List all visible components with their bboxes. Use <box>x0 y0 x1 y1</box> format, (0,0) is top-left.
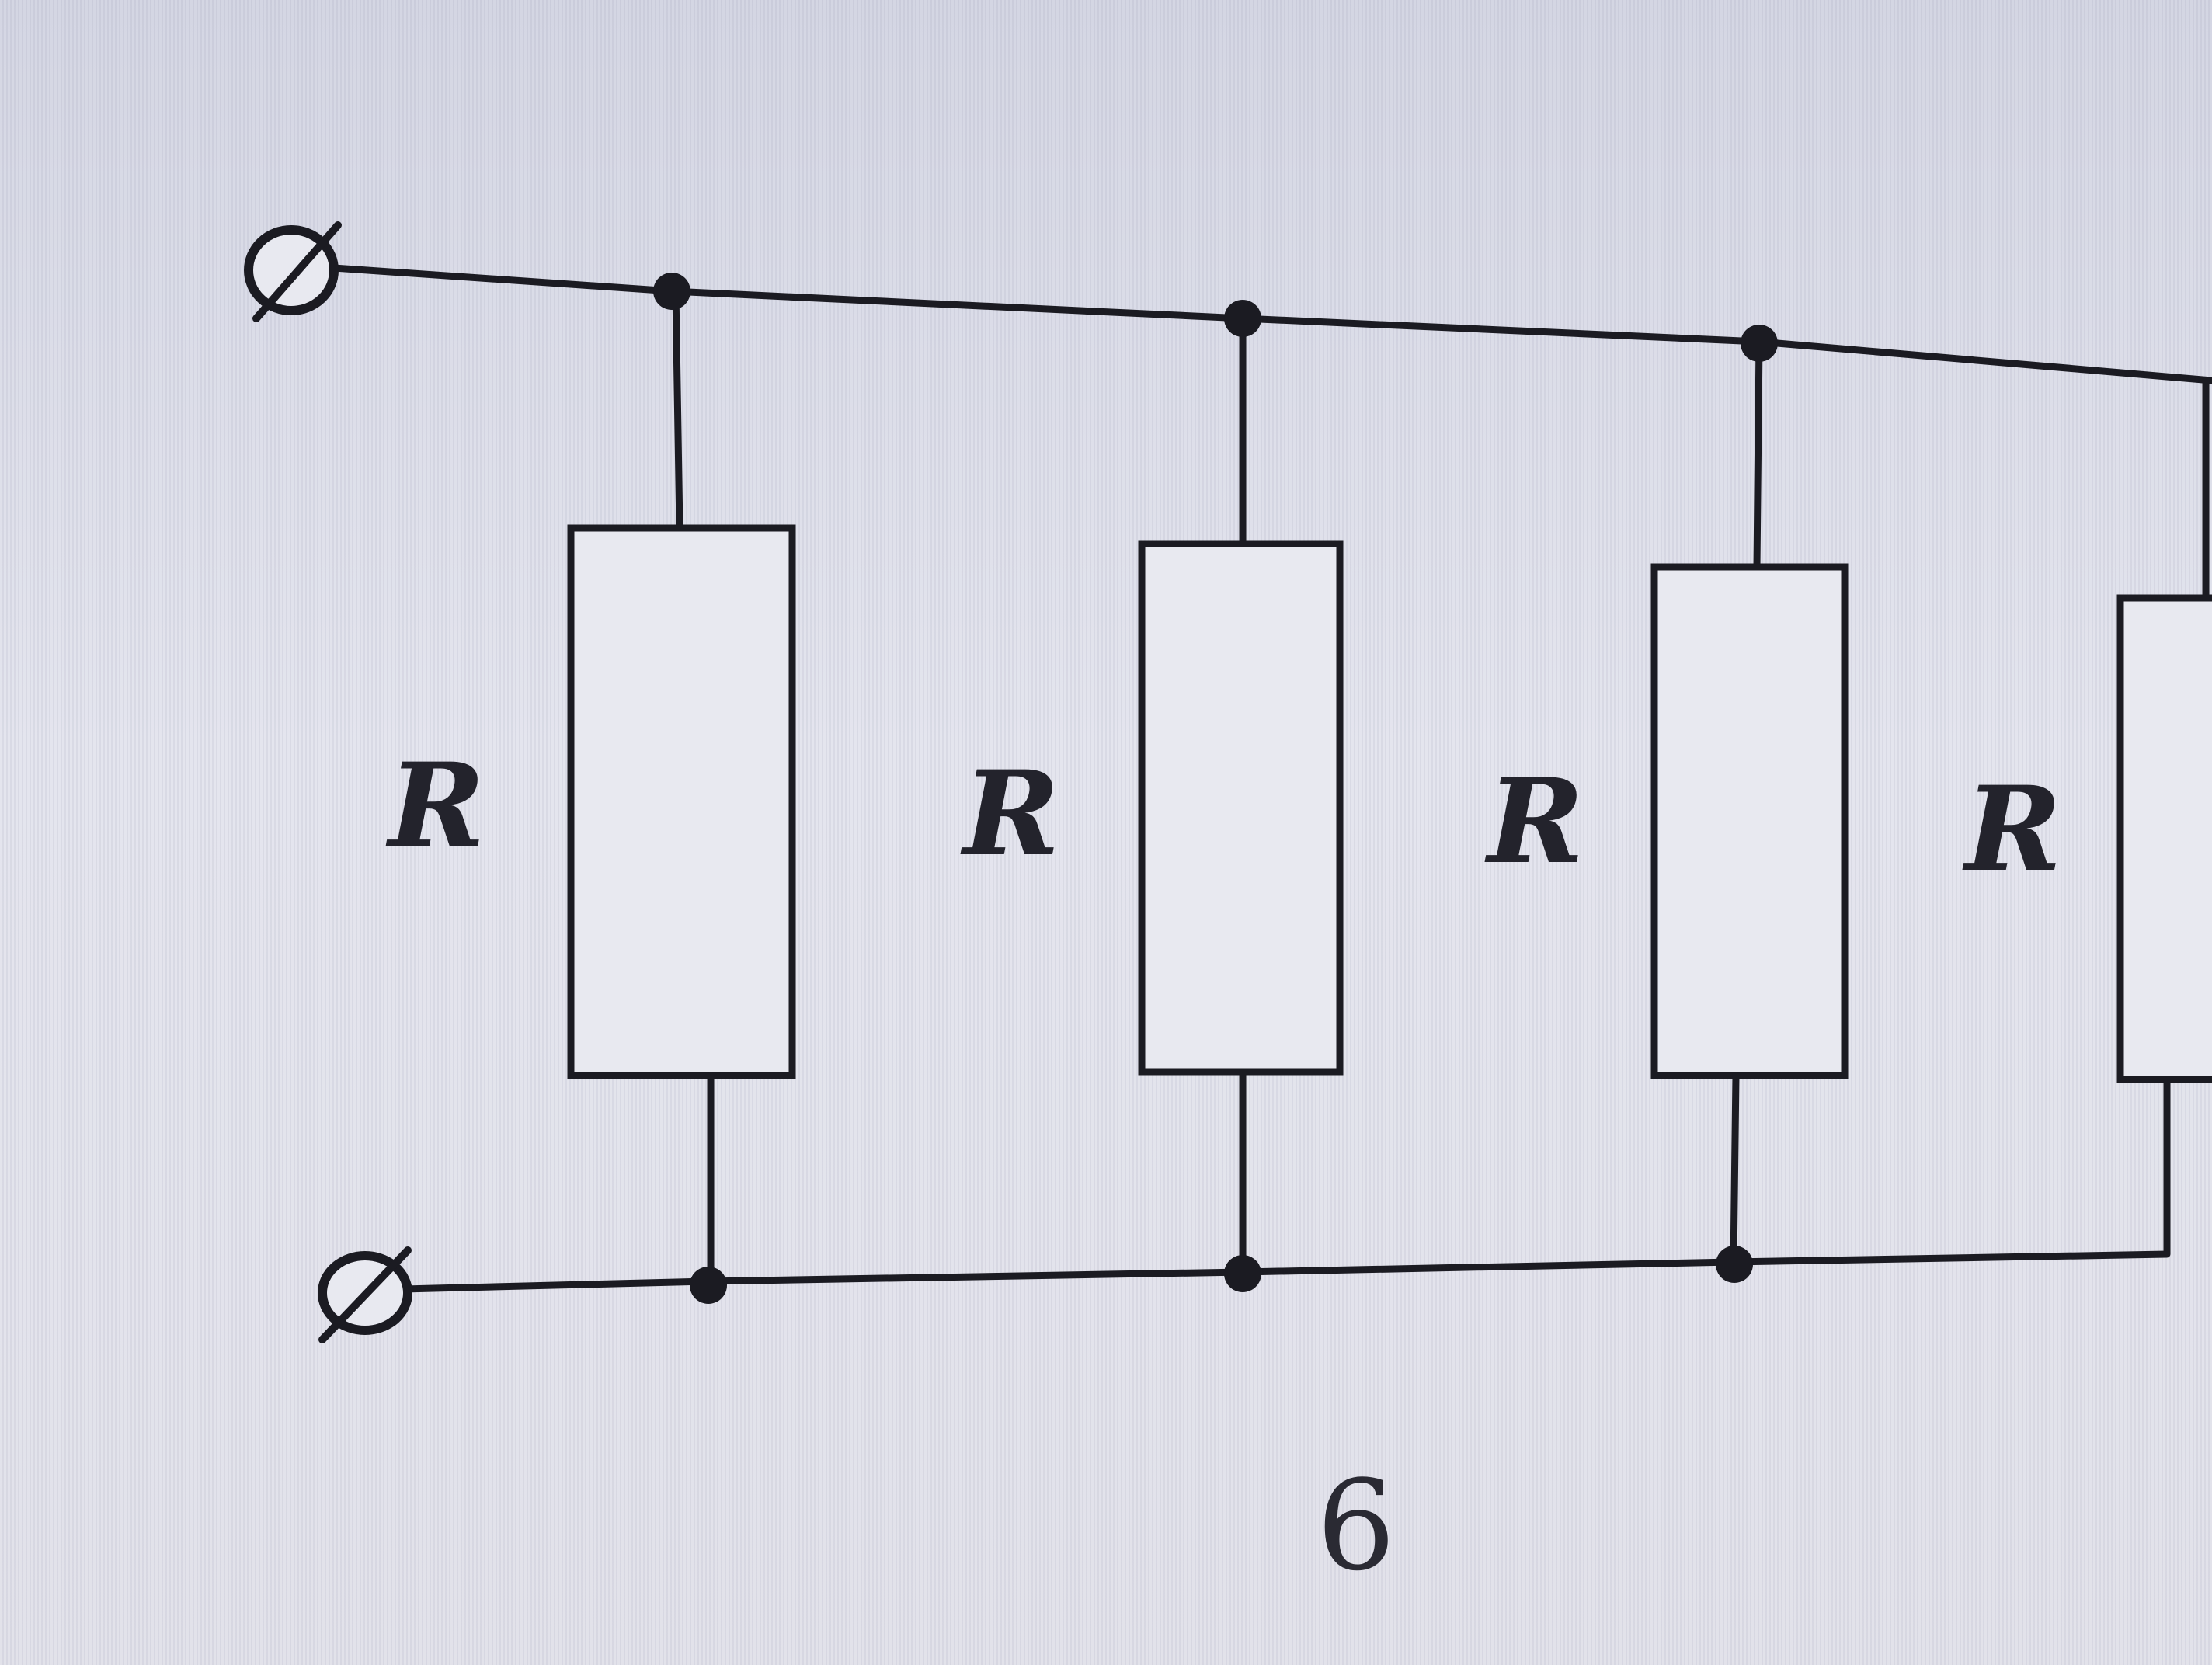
top-rail-wire <box>330 264 2212 384</box>
resistor-2 <box>1138 540 1344 1076</box>
top-terminal <box>244 221 342 322</box>
resistor-1 <box>567 524 796 1079</box>
resistor-3 <box>1650 563 1849 1079</box>
junction-node <box>1224 1255 1261 1292</box>
resistor-3-lead-bottom <box>1730 1072 1740 1268</box>
resistor-4-label: R <box>1962 761 2062 898</box>
junction-node <box>653 273 690 310</box>
bottom-rail-wire <box>400 1076 2171 1293</box>
bottom-terminal <box>318 1246 412 1343</box>
junction-node <box>690 1267 727 1304</box>
resistor-1-label: R <box>385 738 485 874</box>
resistor-1-lead-top <box>672 287 683 532</box>
resistor-4 <box>2116 594 2212 1083</box>
junction-node <box>1741 325 1778 362</box>
resistor-2-label: R <box>960 746 1060 882</box>
resistor-3-label: R <box>1484 753 1584 890</box>
resistor-3-lead-top <box>1753 338 1763 571</box>
figure-caption: 6 <box>1316 1453 1396 1598</box>
junction-node <box>1716 1246 1753 1283</box>
junction-node <box>1224 300 1261 337</box>
